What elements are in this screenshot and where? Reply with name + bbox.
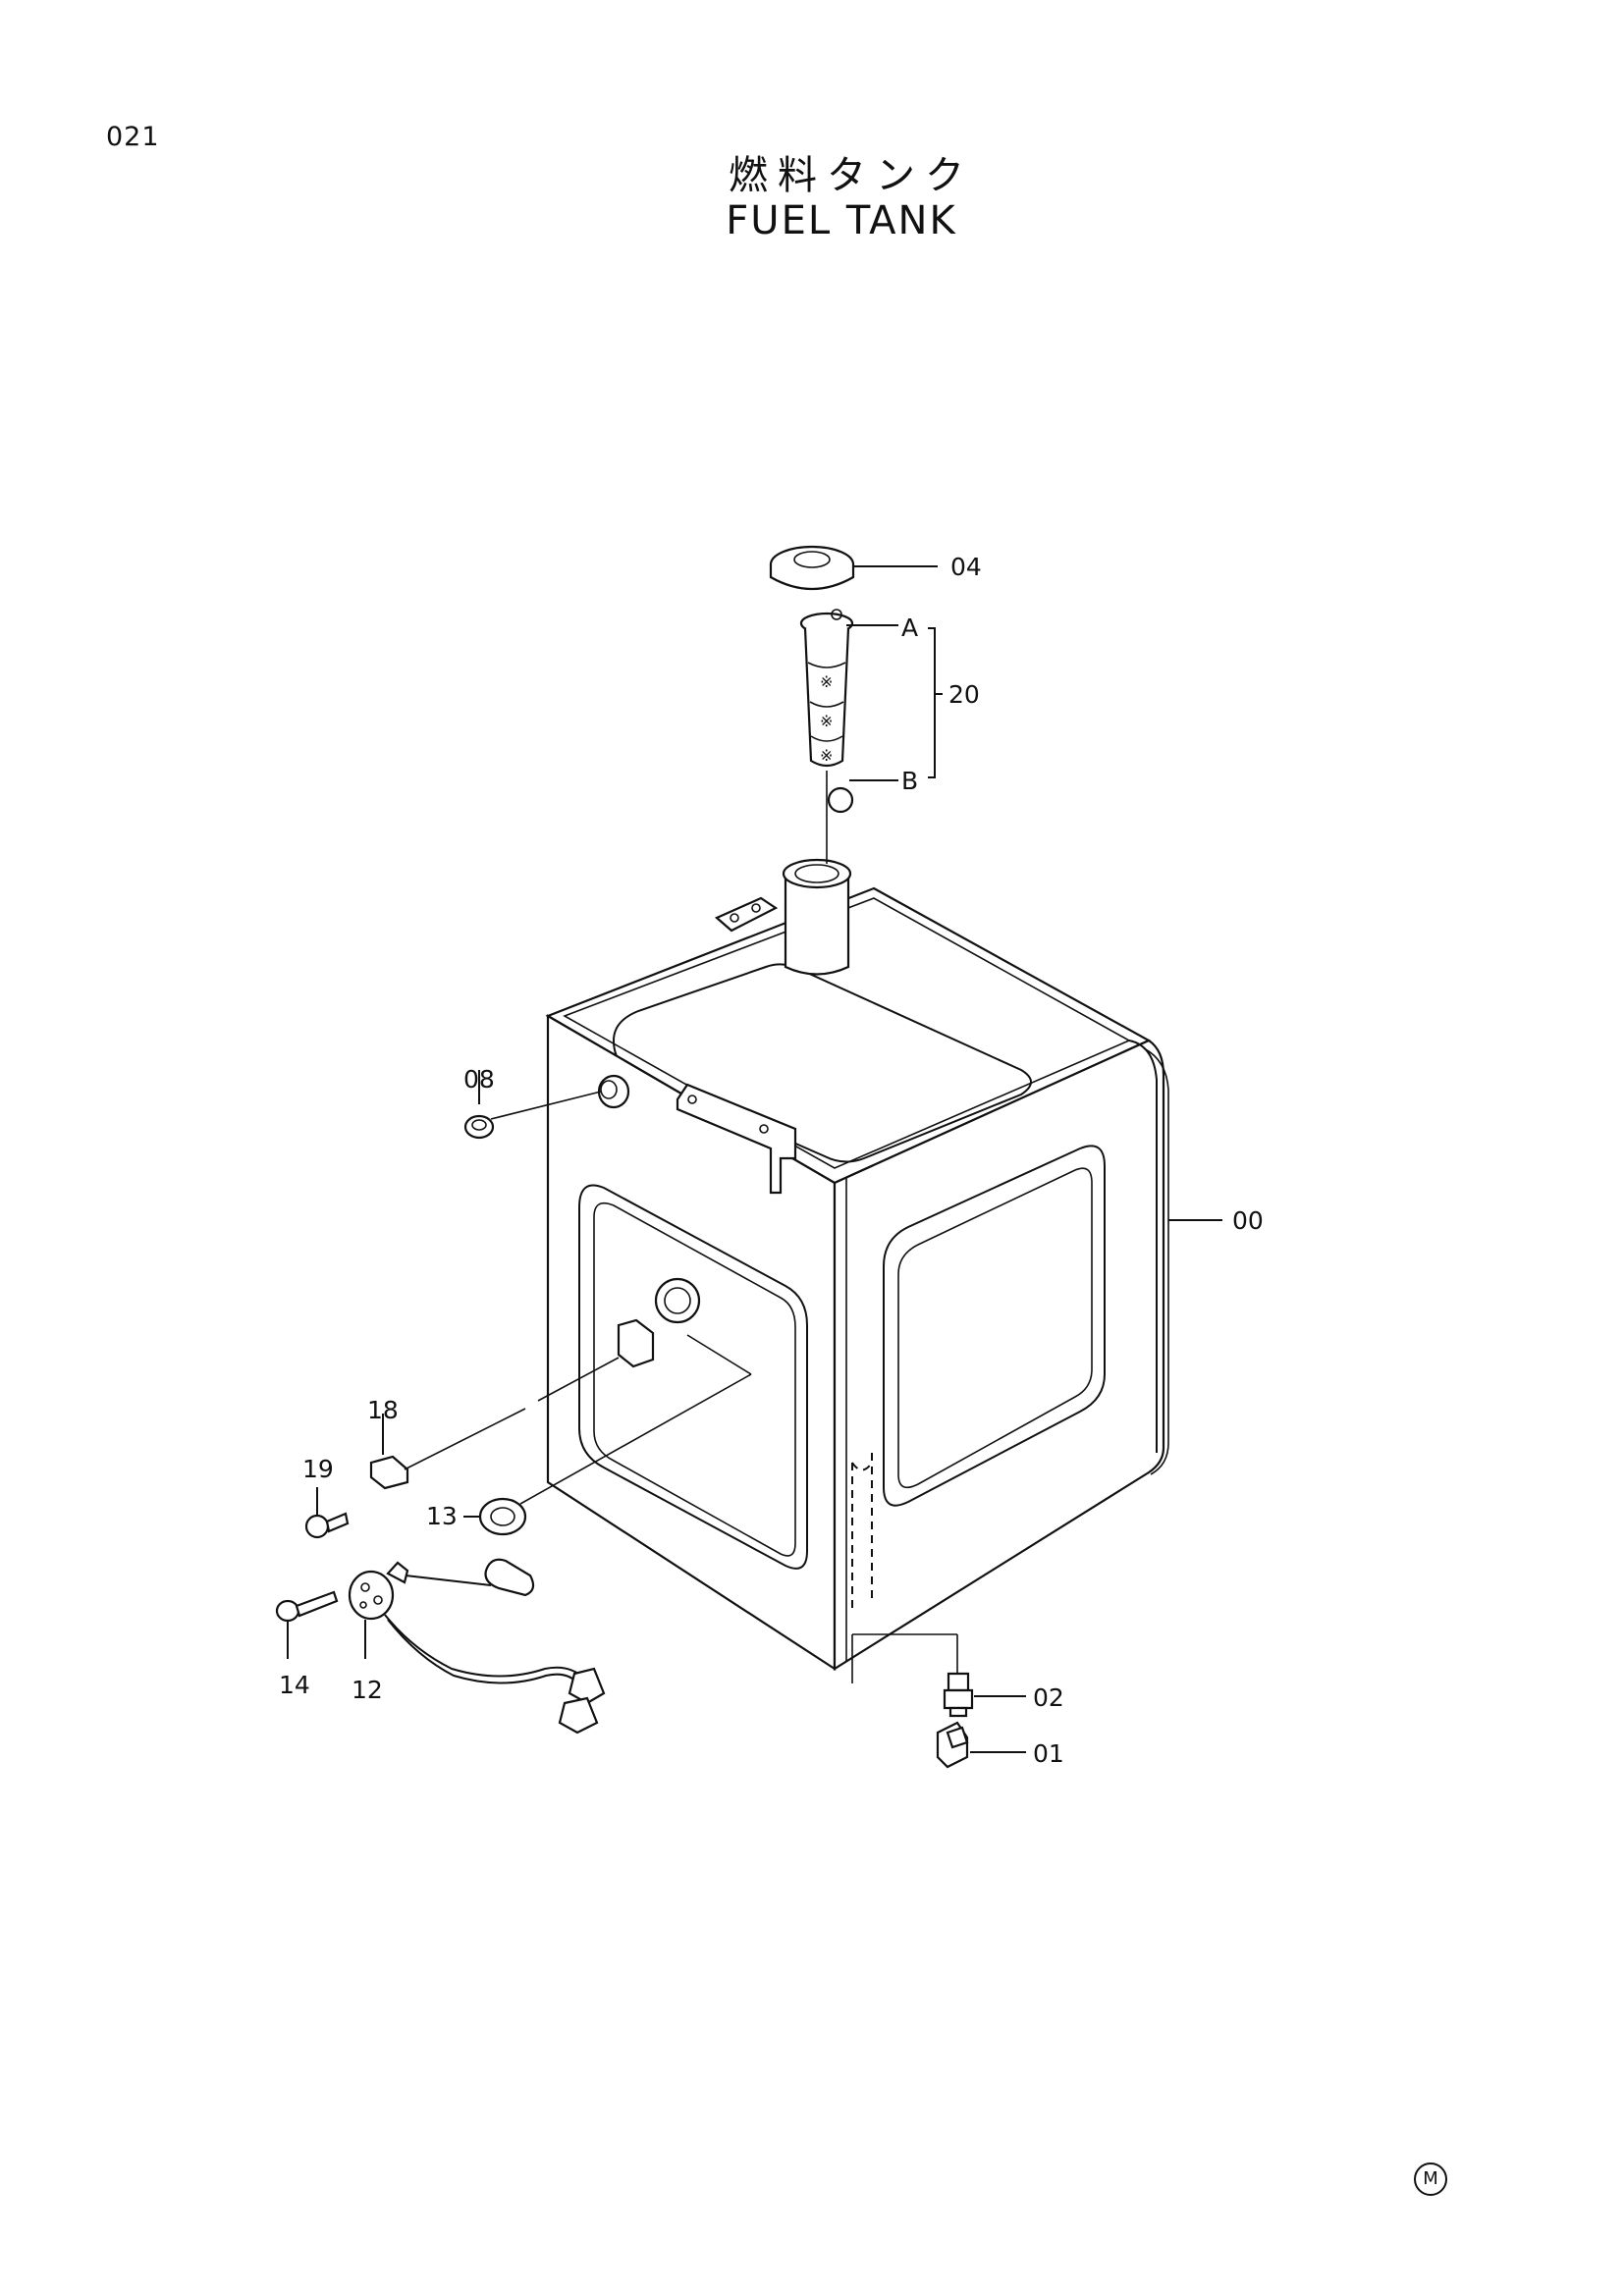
callout-20: 20 xyxy=(948,680,980,709)
callout-08: 08 xyxy=(463,1065,495,1094)
svg-text:※: ※ xyxy=(820,746,833,765)
callout-B: B xyxy=(901,767,918,795)
callout-12: 12 xyxy=(352,1676,383,1704)
part-08-plug xyxy=(463,1070,602,1140)
svg-text:※: ※ xyxy=(820,672,833,691)
callout-18: 18 xyxy=(367,1396,399,1424)
callout-01: 01 xyxy=(1033,1739,1064,1768)
part-04-filler-cap xyxy=(769,545,938,591)
callout-04: 04 xyxy=(950,553,982,581)
title-english: FUEL TANK xyxy=(726,198,957,243)
callout-A: A xyxy=(901,614,918,642)
part-12-level-sender xyxy=(348,1558,606,1735)
m-mark-icon: M xyxy=(1414,2163,1447,2196)
part-13-gasket xyxy=(463,1334,752,1536)
part-14-screw xyxy=(275,1590,339,1659)
callout-19: 19 xyxy=(302,1455,334,1483)
part-18-clip xyxy=(369,1357,620,1490)
callout-13: 13 xyxy=(426,1502,458,1530)
callout-02: 02 xyxy=(1033,1683,1064,1712)
callout-00: 00 xyxy=(1232,1206,1264,1235)
part-19-bolt xyxy=(304,1487,350,1539)
drain-assembly xyxy=(851,1633,1026,1769)
callout-14: 14 xyxy=(279,1671,310,1699)
page-number: 021 xyxy=(106,122,160,152)
part-20-strainer: ※ ※ ※ xyxy=(799,609,943,864)
fuel-tank-body xyxy=(545,858,1169,1672)
svg-text:※: ※ xyxy=(820,712,833,730)
title-japanese: 燃料タンク xyxy=(729,153,974,198)
